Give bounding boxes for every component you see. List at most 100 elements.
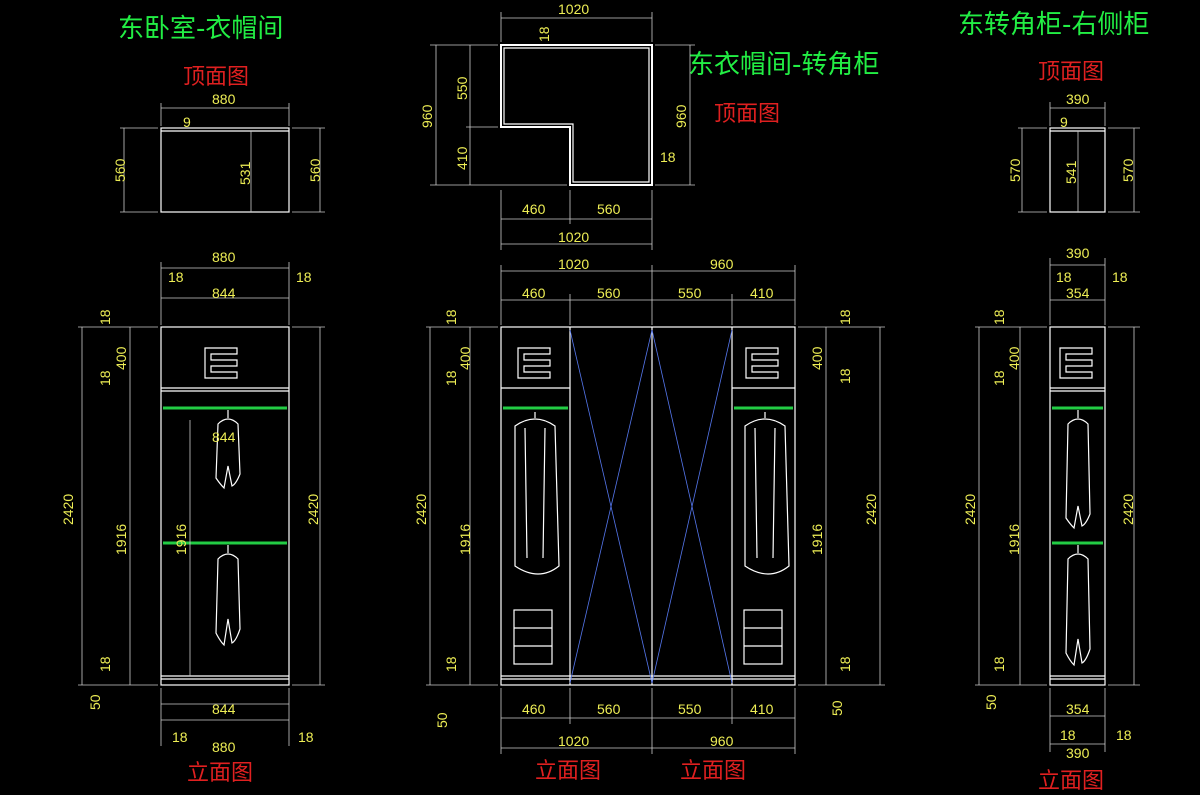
right-elevation (975, 258, 1140, 752)
dim-right-elev-side-br: 18 (1116, 727, 1132, 743)
dim-center-elev-bseg-0: 460 (522, 701, 546, 717)
dim-right-plan-depth-inner: 541 (1063, 160, 1079, 184)
dim-center-elev-r-hang-section: 1916 (809, 524, 825, 555)
dim-left-elev-plinth: 50 (87, 694, 103, 710)
center-plan (430, 12, 695, 250)
dim-right-elev-side-l: 18 (1056, 269, 1072, 285)
center-right-coats-icon (744, 412, 790, 575)
center-left-folded-clothes-icon (517, 347, 551, 379)
dim-center-elev-r-bottom-panel: 18 (837, 656, 853, 672)
dim-left-elev-width-top: 880 (212, 249, 236, 265)
dim-right-elev-width-bottom: 390 (1066, 745, 1090, 761)
dim-center-elev-bwidth-r: 960 (710, 733, 734, 749)
right-folded-clothes-icon (1059, 347, 1093, 379)
dim-center-elev-hang-section: 1916 (457, 524, 473, 555)
dim-center-elev-height-l: 2420 (413, 494, 429, 525)
title-left: 东卧室-衣帽间 (118, 14, 283, 44)
dim-left-elev-hang-section: 1916 (113, 524, 129, 555)
dim-left-elev-height-l: 2420 (60, 494, 76, 525)
dim-center-elev-bseg-2: 550 (678, 701, 702, 717)
dim-left-elev-side-br: 18 (298, 729, 314, 745)
dim-left-plan-depth-r: 560 (307, 158, 323, 182)
dim-center-elev-seg-0: 460 (522, 285, 546, 301)
left-plan (120, 103, 325, 213)
dim-center-plan-top-panel: 18 (536, 26, 552, 42)
dim-center-elev-top-section: 400 (457, 346, 473, 370)
dim-right-plan-back: 9 (1060, 114, 1068, 130)
dim-right-elev-height-r: 2420 (1120, 494, 1136, 525)
center-right-folded-clothes-icon (745, 347, 779, 379)
label-top-view-center: 顶面图 (714, 102, 780, 127)
dim-center-plan-seg-a: 460 (522, 201, 546, 217)
center-left-coats-icon (514, 412, 560, 575)
dim-left-elev-height-r: 2420 (305, 494, 321, 525)
right-plan (1018, 102, 1140, 213)
dim-right-elev-plinth: 50 (983, 694, 999, 710)
left-hanging-shirt-icon-2 (215, 545, 241, 647)
dim-right-plan-width: 390 (1066, 91, 1090, 107)
dim-left-elev-side-r: 18 (296, 269, 312, 285)
right-hanging-shirt-icon-2 (1065, 545, 1091, 667)
dim-center-plan-back-depth: 550 (454, 76, 470, 100)
dim-left-elev-side-bl: 18 (172, 729, 188, 745)
dim-center-elev-width-l: 1020 (558, 256, 589, 272)
dim-right-elev-bottom-panel: 18 (991, 656, 1007, 672)
left-folded-clothes-icon (204, 347, 238, 379)
dim-center-elev-bwidth-l: 1020 (558, 733, 589, 749)
dim-left-elev-mid-panel: 18 (97, 370, 113, 386)
dim-center-elev-plinth: 50 (434, 712, 450, 728)
dim-center-elev-bottom-panel: 18 (443, 656, 459, 672)
dim-center-elev-mid-panel: 18 (443, 370, 459, 386)
dim-right-plan-depth-l: 570 (1007, 158, 1023, 182)
dim-center-elev-seg-3: 410 (750, 285, 774, 301)
center-left-drawers-icon (513, 609, 553, 665)
center-elevation (426, 265, 885, 754)
dim-center-plan-seg-b: 560 (597, 201, 621, 217)
dim-left-plan-depth-inner: 531 (237, 161, 253, 185)
label-top-view-right: 顶面图 (1038, 60, 1104, 85)
dim-right-elev-height-l: 2420 (962, 494, 978, 525)
dim-left-elev-inner-height: 1916 (173, 524, 189, 555)
dim-center-plan-total: 1020 (558, 229, 589, 245)
dim-center-elev-seg-2: 550 (678, 285, 702, 301)
dim-right-elev-side-r: 18 (1112, 269, 1128, 285)
dim-right-elev-mid-panel: 18 (991, 370, 1007, 386)
left-hanging-shirt-icon-1 (215, 410, 241, 490)
dim-center-elev-bseg-3: 410 (750, 701, 774, 717)
label-elevation-center-b: 立面图 (680, 759, 746, 784)
dim-left-elev-width-bottom: 880 (212, 739, 236, 755)
dim-center-elev-r-mid-panel: 18 (837, 368, 853, 384)
dim-right-elev-top-section: 400 (1006, 346, 1022, 370)
dim-left-plan-width: 880 (212, 91, 236, 107)
dim-center-elev-r-top-section: 400 (809, 346, 825, 370)
dim-center-plan-depth-r: 960 (673, 104, 689, 128)
dim-center-elev-seg-1: 560 (597, 285, 621, 301)
dim-left-elev-inner-top: 844 (212, 285, 236, 301)
dim-left-elev-top-section: 400 (113, 346, 129, 370)
dim-center-elev-r-top-panel: 18 (837, 309, 853, 325)
dim-left-elev-rail: 844 (212, 429, 236, 445)
dim-right-elev-width-top: 390 (1066, 245, 1090, 261)
label-elevation-right: 立面图 (1038, 769, 1104, 794)
dim-center-elev-r-plinth: 50 (829, 700, 845, 716)
label-elevation-left: 立面图 (187, 761, 253, 786)
dim-center-elev-top-panel: 18 (443, 309, 459, 325)
dim-left-elev-inner-bottom: 844 (212, 701, 236, 717)
dim-left-elev-top-panel: 18 (97, 309, 113, 325)
dim-center-plan-width: 1020 (558, 1, 589, 17)
dim-left-elev-side-l: 18 (168, 269, 184, 285)
dim-center-plan-side-panel: 18 (660, 149, 676, 165)
dim-right-elev-top-panel: 18 (991, 309, 1007, 325)
dim-right-elev-hang-section: 1916 (1006, 524, 1022, 555)
right-hanging-shirt-icon-1 (1065, 410, 1091, 530)
dim-left-plan-depth-l: 560 (112, 158, 128, 182)
dim-left-elev-bottom-panel: 18 (97, 656, 113, 672)
dim-center-elev-width-r: 960 (710, 256, 734, 272)
dim-right-elev-inner-top: 354 (1066, 285, 1090, 301)
dim-center-plan-depth-l: 960 (419, 104, 435, 128)
label-top-view-left: 顶面图 (183, 65, 249, 90)
dim-left-plan-back: 9 (183, 114, 191, 130)
dim-right-elev-side-bl: 18 (1060, 727, 1076, 743)
dim-right-elev-inner-bottom: 354 (1066, 701, 1090, 717)
